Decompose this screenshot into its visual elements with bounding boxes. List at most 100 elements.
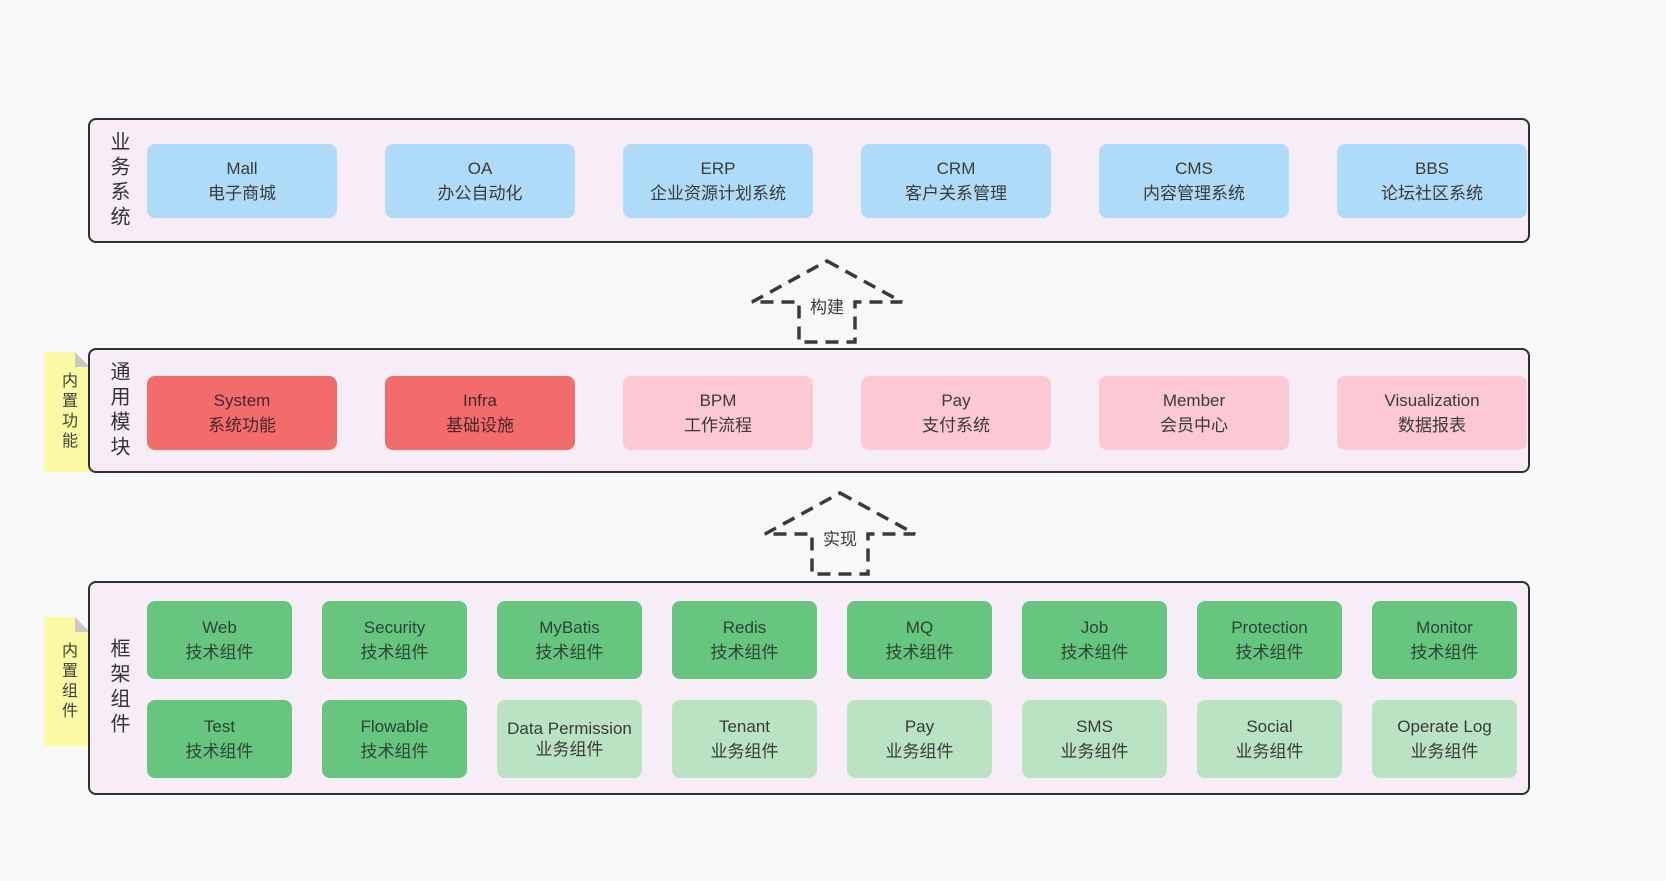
box-subtitle: 客户关系管理: [905, 184, 1007, 203]
box-subtitle: 电子商城: [208, 184, 276, 203]
box-title: Social: [1246, 716, 1293, 736]
box-title: Mall: [226, 158, 258, 178]
box-title: BPM: [699, 390, 737, 410]
box-mall: Mall 电子商城: [147, 144, 337, 218]
arrow-outline: [751, 259, 903, 344]
box-crm: CRM 客户关系管理: [861, 144, 1051, 218]
box-title: Monitor: [1416, 617, 1473, 637]
box-title: Infra: [462, 390, 498, 410]
box-subtitle: 内容管理系统: [1143, 184, 1245, 203]
box-subtitle: 工作流程: [684, 416, 752, 435]
arrow-label: 实现: [823, 530, 857, 549]
box-system: System 系统功能: [147, 376, 337, 450]
box-pay-system: Pay 支付系统: [861, 376, 1051, 450]
box-bbs: BBS 论坛社区系统: [1337, 144, 1527, 218]
box-title: Tenant: [718, 716, 771, 736]
box-title: Visualization: [1384, 390, 1480, 410]
box-sms: SMS 业务组件: [1022, 700, 1167, 778]
arrow-label-bg: [801, 292, 853, 320]
box-mq: MQ 技术组件: [847, 601, 992, 679]
box-subtitle: 技术组件: [710, 643, 779, 662]
box-title: Security: [363, 617, 426, 637]
box-subtitle: 系统功能: [208, 416, 276, 435]
box-pay-component: Pay 业务组件: [847, 700, 992, 778]
box-tenant: Tenant 业务组件: [672, 700, 817, 778]
panel-business-label: 业务系统: [107, 130, 129, 231]
box-title: Operate Log: [1397, 716, 1492, 736]
box-job: Job 技术组件: [1022, 601, 1167, 679]
panel-framework-label: 框架组件: [107, 638, 129, 738]
box-title: Pay: [941, 390, 971, 410]
box-subtitle: 技术组件: [360, 643, 429, 662]
panel-common-modules: 通用模块 System 系统功能 Infra 基础设施 BPM 工作流程 Pay…: [88, 348, 1530, 473]
box-subtitle: 业务组件: [1060, 742, 1129, 761]
box-infra: Infra 基础设施: [385, 376, 575, 450]
panel-framework-components: 框架组件 Web 技术组件 Security 技术组件 MyBatis 技术组件…: [88, 581, 1530, 795]
box-cms: CMS 内容管理系统: [1099, 144, 1289, 218]
box-title: Web: [202, 617, 237, 637]
box-subtitle: 办公自动化: [437, 184, 523, 203]
box-subtitle: 数据报表: [1398, 416, 1466, 435]
box-subtitle: 业务组件: [1235, 742, 1304, 761]
box-subtitle: 论坛社区系统: [1381, 184, 1483, 203]
arrow-label: 构建: [810, 298, 844, 317]
box-title: System: [213, 390, 271, 410]
arrow-build: 构建: [751, 259, 903, 344]
box-title: Job: [1080, 617, 1109, 637]
box-title: Data Permission: [507, 718, 632, 738]
box-operate-log: Operate Log 业务组件: [1372, 700, 1517, 778]
box-social: Social 业务组件: [1197, 700, 1342, 778]
box-bpm: BPM 工作流程: [623, 376, 813, 450]
box-subtitle: 业务组件: [1410, 742, 1479, 761]
box-title: MQ: [905, 617, 934, 637]
box-visualization: Visualization 数据报表: [1337, 376, 1527, 450]
box-subtitle: 技术组件: [185, 643, 254, 662]
box-web: Web 技术组件: [147, 601, 292, 679]
box-subtitle: 业务组件: [885, 742, 954, 761]
box-subtitle: 支付系统: [922, 416, 990, 435]
box-subtitle: 技术组件: [360, 742, 429, 761]
box-member: Member 会员中心: [1099, 376, 1289, 450]
box-subtitle: 技术组件: [885, 643, 954, 662]
arrow-outline: [764, 491, 916, 576]
box-subtitle: 业务组件: [710, 742, 779, 761]
box-subtitle: 会员中心: [1160, 416, 1228, 435]
box-subtitle: 技术组件: [535, 643, 604, 662]
arrow-label-bg: [814, 524, 866, 552]
box-title: Protection: [1231, 617, 1308, 637]
box-oa: OA 办公自动化: [385, 144, 575, 218]
box-subtitle: 技术组件: [1060, 643, 1129, 662]
box-data-permission: Data Permission 业务组件: [497, 700, 642, 778]
box-title: Pay: [904, 716, 935, 736]
box-monitor: Monitor 技术组件: [1372, 601, 1517, 679]
box-subtitle: 技术组件: [1235, 643, 1304, 662]
box-subtitle: 技术组件: [1410, 643, 1479, 662]
arrow-implement: 实现: [764, 491, 916, 576]
box-erp: ERP 企业资源计划系统: [623, 144, 813, 218]
panel-modules-label: 通用模块: [107, 360, 129, 461]
box-title: MyBatis: [539, 617, 600, 637]
box-security: Security 技术组件: [322, 601, 467, 679]
panel-business-systems: 业务系统 Mall 电子商城 OA 办公自动化 ERP 企业资源计划系统 CRM…: [88, 118, 1530, 243]
box-title: CMS: [1175, 158, 1213, 178]
box-flowable: Flowable 技术组件: [322, 700, 467, 778]
box-redis: Redis 技术组件: [672, 601, 817, 679]
box-title: CRM: [936, 158, 976, 178]
box-subtitle: 业务组件: [535, 740, 604, 759]
box-title: BBS: [1414, 158, 1450, 178]
box-title: ERP: [700, 158, 736, 178]
box-title: Flowable: [360, 716, 429, 736]
box-subtitle: 企业资源计划系统: [650, 184, 786, 203]
note-builtin-features: 内置功能: [44, 352, 90, 472]
note-builtin-components: 内置组件: [44, 617, 90, 746]
box-title: OA: [467, 158, 493, 178]
box-subtitle: 技术组件: [185, 742, 254, 761]
note-label: 内置组件: [59, 641, 76, 722]
box-title: Test: [203, 716, 236, 736]
box-title: SMS: [1076, 716, 1113, 736]
box-title: Redis: [722, 617, 767, 637]
box-subtitle: 基础设施: [446, 416, 514, 435]
box-protection: Protection 技术组件: [1197, 601, 1342, 679]
box-mybatis: MyBatis 技术组件: [497, 601, 642, 679]
